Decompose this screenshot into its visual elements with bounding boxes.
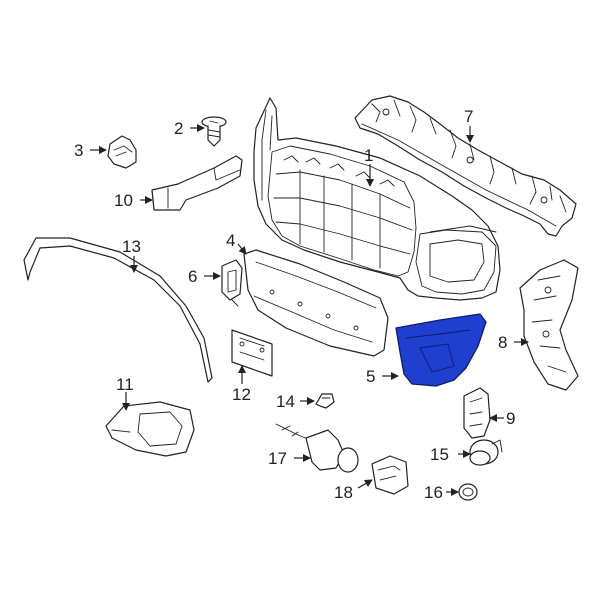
callout-14: 14	[276, 392, 295, 411]
part-8-side-bracket[interactable]	[519, 259, 579, 391]
part-3-clip-nut[interactable]	[107, 135, 137, 169]
callout-5: 5	[366, 367, 375, 386]
callout-18: 18	[334, 483, 353, 502]
part-18-connector[interactable]	[371, 455, 409, 495]
part-5-corner-trim[interactable]	[395, 313, 487, 387]
callout-13: 13	[122, 237, 141, 256]
callout-12: 12	[232, 385, 251, 404]
callout-4: 4	[226, 231, 235, 250]
callout-3: 3	[74, 141, 83, 160]
callout-7: 7	[464, 107, 473, 126]
callout-2: 2	[174, 119, 183, 138]
part-6-tow-cover[interactable]	[221, 259, 243, 307]
callout-15: 15	[430, 445, 449, 464]
leader-18	[357, 479, 373, 489]
callout-9: 9	[506, 409, 515, 428]
part-17-sensor[interactable]	[275, 423, 359, 473]
callout-8: 8	[498, 333, 507, 352]
part-1-bumper-cover[interactable]	[253, 97, 501, 301]
callout-16: 16	[424, 483, 443, 502]
callout-1: 1	[364, 146, 373, 165]
callout-labels: 1 2 3 4 5 6 7 8 9 10 11 12 13 14 15 16 1…	[74, 107, 515, 502]
callout-17: 17	[268, 449, 287, 468]
callout-6: 6	[188, 267, 197, 286]
part-15-sensor[interactable]	[469, 439, 503, 466]
part-9-sensor-bracket[interactable]	[463, 387, 491, 439]
part-16-grommet[interactable]	[458, 483, 478, 501]
part-7-reinforcement[interactable]	[354, 95, 577, 237]
part-13-arch-molding[interactable]	[23, 237, 213, 383]
part-2-screw[interactable]	[201, 116, 227, 147]
part-10-duct[interactable]	[151, 155, 243, 211]
part-4-lower-panel[interactable]	[243, 249, 389, 357]
leader-lines	[90, 124, 529, 496]
part-11-fog-bezel[interactable]	[105, 401, 195, 457]
callout-11: 11	[116, 375, 134, 394]
callout-10: 10	[114, 191, 133, 210]
leader-4	[237, 243, 247, 255]
part-14-clip[interactable]	[315, 393, 335, 409]
part-12-plate-bracket[interactable]	[231, 329, 273, 377]
